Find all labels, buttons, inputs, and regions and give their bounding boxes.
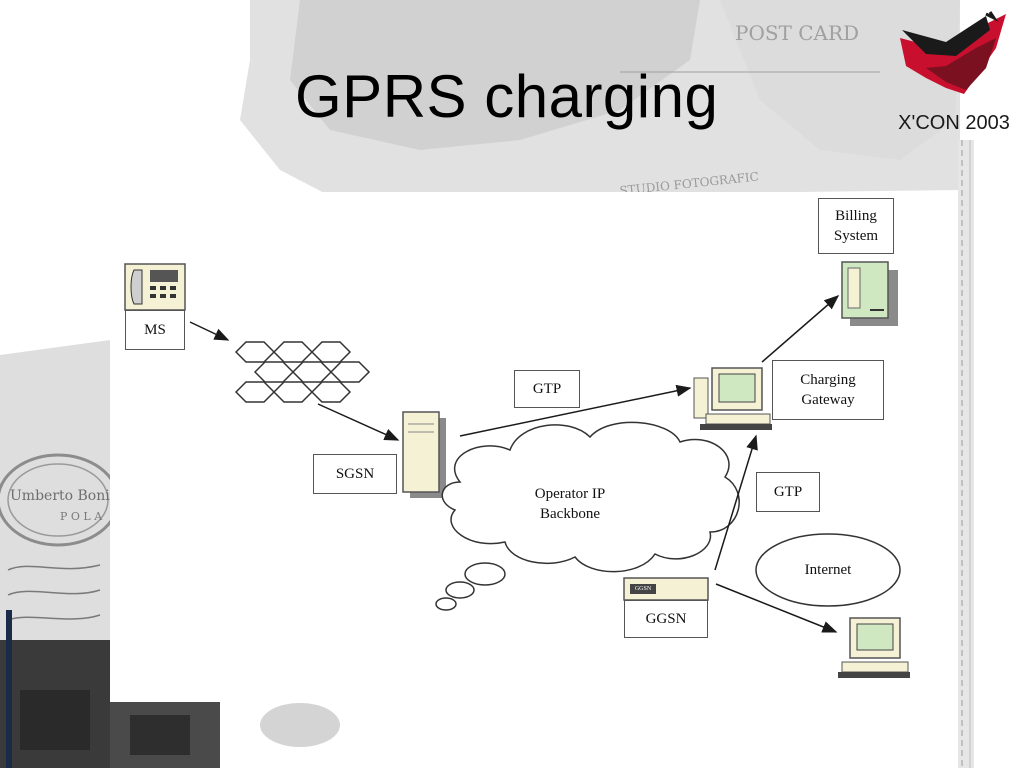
- xcon-logo-mark: [900, 11, 1006, 94]
- arrow-radio-to-sgsn: [317, 403, 400, 441]
- charging-gateway-label-line1: Charging: [800, 372, 856, 388]
- arrow-ms-to-radio: [189, 321, 230, 341]
- sgsn-label: SGSN: [313, 454, 397, 494]
- billing-system-server-icon: [841, 261, 898, 326]
- svg-text:P O L A: P O L A: [60, 510, 103, 523]
- internet-label: Internet: [804, 562, 852, 578]
- gtp-right-label: GTP: [756, 472, 820, 512]
- billing-system-label-line1: Billing: [835, 208, 877, 224]
- arrow-charging-gateway-to-billing: [761, 295, 840, 363]
- arrow-ggsn-to-internet-host: [715, 583, 838, 633]
- arrow-ggsn-to-charging-gateway: [714, 434, 758, 571]
- diagram-canvas: [124, 261, 910, 678]
- gprs-charging-diagram: MS SGSN GTP GTP Charging Gateway Billing…: [110, 192, 944, 702]
- charging-gateway-label-line2: Gateway: [801, 392, 855, 408]
- internet-host-computer-icon: [838, 617, 910, 678]
- billing-system-label-line2: System: [833, 228, 879, 244]
- billing-system-label: Billing System: [818, 198, 894, 254]
- radio-network-icon: [234, 341, 371, 403]
- mobile-station-icon: [124, 263, 186, 311]
- slide-title: GPRS charging: [295, 63, 719, 130]
- ggsn-device-tag: GGSN: [634, 586, 652, 592]
- backbone-label-line1: Operator IP: [534, 486, 606, 502]
- internet-cloud: [755, 533, 901, 607]
- postcard-stamp-text: POST CARD: [735, 21, 859, 45]
- backbone-label: Operator IP Backbone: [510, 484, 630, 524]
- ggsn-label: GGSN: [624, 600, 708, 638]
- xcon-logo: X'CON 2003: [886, 8, 1022, 140]
- ms-label: MS: [125, 310, 185, 350]
- gtp-top-label: GTP: [514, 370, 580, 408]
- operator-backbone-cloud: [435, 421, 740, 611]
- arrow-sgsn-to-charging-gateway: [459, 384, 692, 437]
- logo-text: X'CON 2003: [898, 112, 1010, 134]
- charging-gateway-label: Charging Gateway: [772, 360, 884, 420]
- charging-gateway-computer-icon: [693, 367, 772, 430]
- backbone-label-line2: Backbone: [540, 506, 600, 522]
- svg-text:Umberto Boni: Umberto Boni: [10, 488, 110, 504]
- sgsn-server-icon: [402, 411, 446, 498]
